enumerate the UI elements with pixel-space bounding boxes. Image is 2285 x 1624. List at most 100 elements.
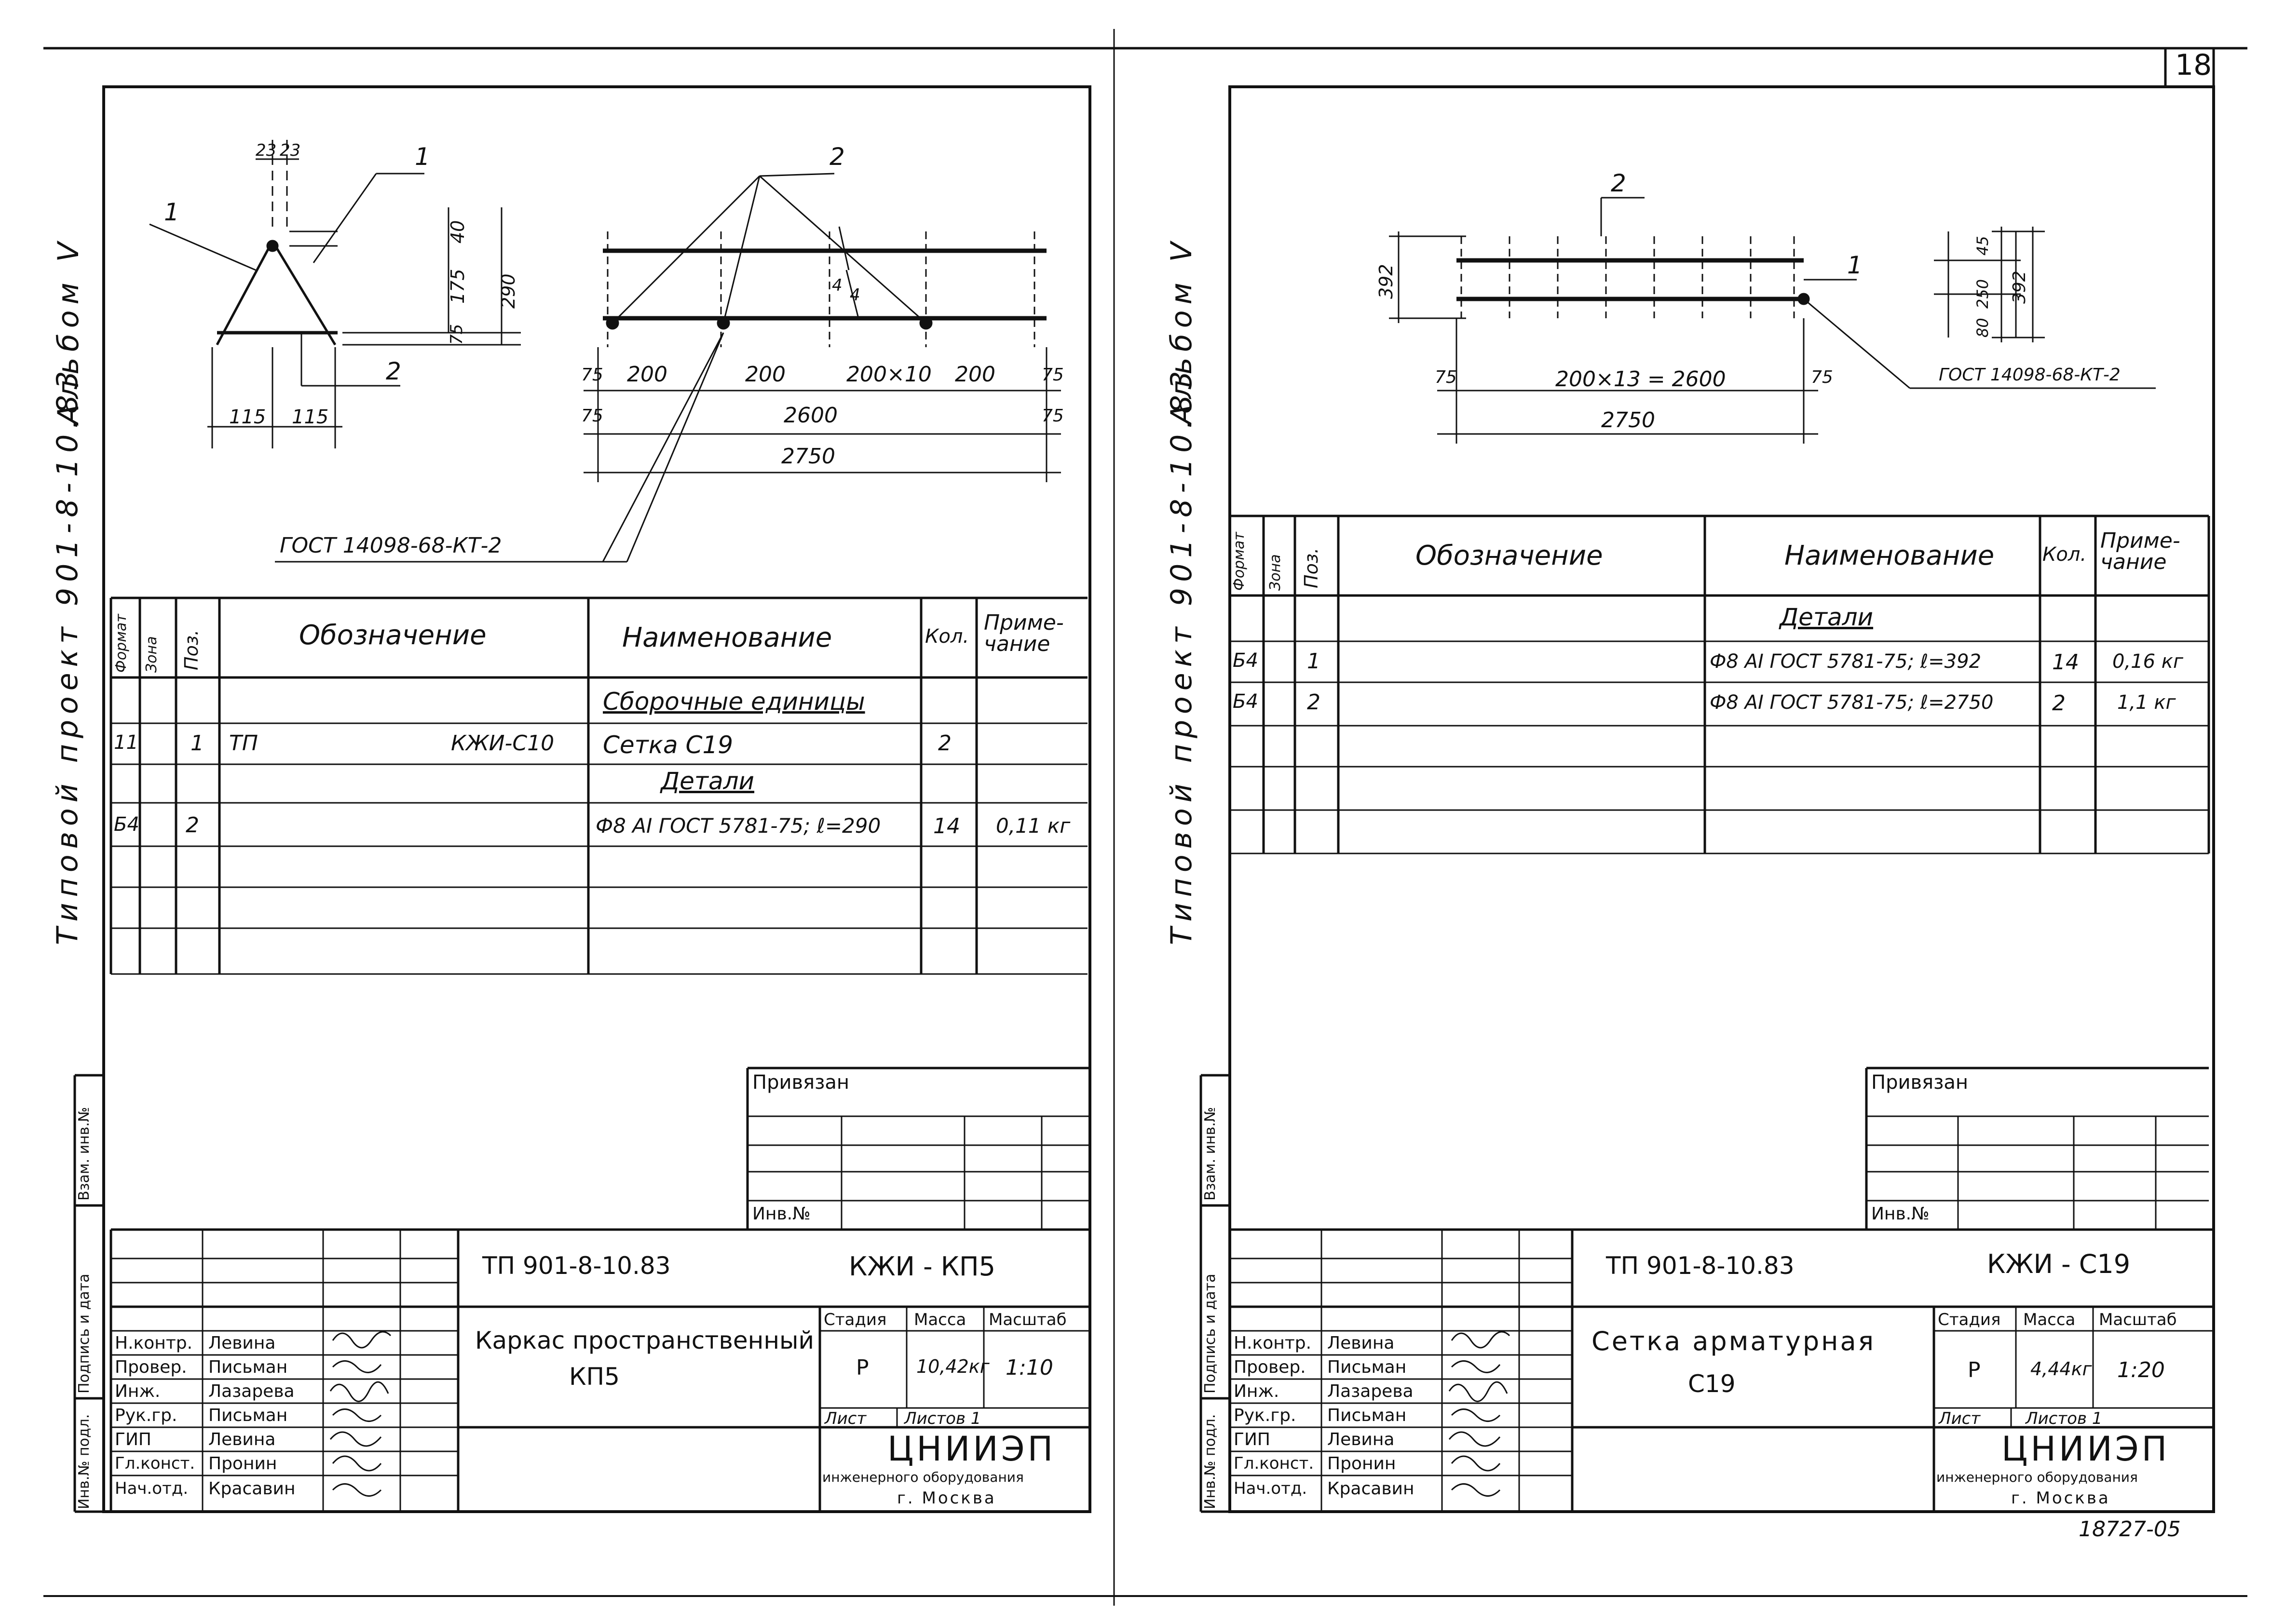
right-dim-392: 392 — [1375, 264, 1397, 299]
right-col-note: Приме-чание — [2100, 528, 2180, 574]
left-row2-note: 0,11 кг — [996, 814, 1071, 838]
right-doc-code: ТП 901-8-10.83 — [1606, 1252, 1795, 1280]
right-mass: 4,44кг — [2030, 1358, 2092, 1380]
left-sheets-h: Листов 1 — [904, 1409, 981, 1428]
left-span-200x10: 200×10 — [846, 362, 932, 387]
left-name-6: Красавин — [208, 1479, 296, 1499]
right-row2-pos: 2 — [1307, 690, 1320, 715]
right-row1-name: Ф8 АI ГОСТ 5781-75; ℓ=392 — [1710, 650, 1982, 673]
right-privyazan: Привязан — [1871, 1071, 1969, 1094]
left-sign-date-label: Подпись и дата — [76, 1273, 93, 1394]
left-pos1-b: 1 — [415, 143, 430, 171]
left-sheet-h: Лист — [825, 1409, 867, 1428]
right-org1: ЦНИИЭП — [2001, 1429, 2170, 1469]
left-name-2: Лазарева — [208, 1381, 295, 1401]
right-role-6: Нач.отд. — [1234, 1479, 1307, 1498]
left-role-6: Нач.отд. — [115, 1479, 189, 1498]
left-row2-name: Ф8 АI ГОСТ 5781-75; ℓ=290 — [596, 814, 881, 838]
left-break-4a: 4 — [832, 276, 843, 295]
right-dim-250: 250 — [1973, 279, 1992, 309]
left-row1-pos: 1 — [190, 731, 204, 756]
left-name-1: Письман — [208, 1357, 288, 1377]
left-inv-orig-label: Инв.№ подл. — [76, 1414, 93, 1509]
left-dim-290: 290 — [498, 273, 519, 309]
left-span-2750: 2750 — [781, 444, 835, 469]
left-col-designation: Обозначение — [299, 620, 487, 651]
right-role-5: Гл.конст. — [1234, 1454, 1314, 1473]
left-stage: Р — [856, 1355, 869, 1380]
left-dim-40: 40 — [447, 220, 468, 244]
right-dim-392b: 392 — [2010, 271, 2029, 304]
left-inv-replace-label: Взам. инв.№ — [76, 1107, 93, 1201]
left-role-2: Инж. — [115, 1381, 161, 1401]
right-row2-format: Б4 — [1233, 690, 1258, 713]
left-mass: 10,42кг — [916, 1356, 990, 1377]
left-dim-23a: 23 — [256, 141, 277, 160]
right-stage-h: Стадия — [1938, 1310, 2001, 1329]
right-name-2: Лазарева — [1327, 1381, 1414, 1401]
left-name-5: Пронин — [208, 1454, 277, 1474]
right-sign-date-label: Подпись и дата — [1202, 1273, 1219, 1394]
left-stage-h: Стадия — [824, 1310, 887, 1329]
right-role-3: Рук.гр. — [1234, 1406, 1296, 1425]
left-col-zone: Зона — [143, 636, 160, 673]
right-dim-80: 80 — [1973, 318, 1992, 338]
right-role-2: Инж. — [1234, 1381, 1279, 1401]
left-col-pos: Поз. — [181, 629, 202, 670]
left-row1-des1: ТП — [229, 731, 258, 756]
left-section-drawing — [149, 140, 521, 448]
bottom-number: 18727-05 — [2079, 1517, 2181, 1542]
right-stage: Р — [1968, 1358, 1981, 1382]
right-dim-45: 45 — [1973, 236, 1992, 256]
right-col-zone: Зона — [1267, 554, 1284, 591]
right-name-3: Письман — [1327, 1406, 1407, 1425]
left-row1-format: 11 — [114, 731, 138, 754]
left-dim-175: 175 — [447, 269, 468, 304]
left-section-details: Детали — [661, 767, 755, 795]
left-row1-qty: 2 — [938, 731, 952, 756]
left-org3: г. Москва — [897, 1489, 996, 1508]
left-col-format: Формат — [113, 614, 130, 673]
right-name-4: Левина — [1327, 1430, 1395, 1449]
left-project-label: Типовой проект 901-8-10.83 — [51, 365, 84, 945]
right-sheets-h: Листов 1 — [2026, 1409, 2103, 1428]
right-inv-orig-label: Инв.№ подл. — [1202, 1414, 1219, 1509]
right-col-qty: Кол. — [2042, 543, 2087, 566]
left-span-200b: 200 — [745, 362, 786, 387]
left-album-label: Альбом V — [52, 236, 85, 424]
left-role-4: ГИП — [115, 1430, 151, 1449]
right-name-6: Красавин — [1327, 1479, 1415, 1499]
left-col-name: Наименование — [622, 622, 832, 653]
left-col-note: Приме-чание — [984, 610, 1064, 656]
right-scale-h: Масштаб — [2099, 1310, 2177, 1329]
left-row1-name: Сетка С19 — [603, 731, 734, 759]
left-mass-h: Масса — [914, 1310, 966, 1329]
page-number: 18 — [2175, 48, 2212, 82]
left-row1-des2: КЖИ-С10 — [451, 731, 555, 756]
right-dim-2750: 2750 — [1601, 408, 1655, 433]
left-span-200c: 200 — [955, 362, 995, 387]
right-org3: г. Москва — [2011, 1489, 2110, 1508]
left-span-75d: 75 — [1042, 406, 1064, 426]
right-project-label: Типовой проект 901-8-10.83 — [1165, 365, 1198, 945]
right-title1: Сетка арматурная — [1591, 1326, 1876, 1356]
left-role-3: Рук.гр. — [115, 1406, 177, 1425]
left-org1: ЦНИИЭП — [887, 1429, 1056, 1469]
left-break-4b: 4 — [850, 285, 860, 305]
left-span-200a: 200 — [627, 362, 667, 387]
left-elevation-drawing — [275, 173, 1061, 563]
left-title2: КП5 — [569, 1363, 620, 1391]
left-span-75b: 75 — [1042, 365, 1064, 385]
right-doc-mark: КЖИ - С19 — [1987, 1249, 2131, 1279]
right-row1-note: 0,16 кг — [2112, 650, 2183, 673]
left-scale: 1:10 — [1006, 1355, 1053, 1380]
right-inv-replace-label: Взам. инв.№ — [1202, 1107, 1219, 1201]
left-role-0: Н.контр. — [115, 1333, 193, 1353]
right-mass-h: Масса — [2023, 1310, 2076, 1329]
right-row2-qty: 2 — [2052, 691, 2066, 716]
left-dim-115b: 115 — [292, 406, 329, 428]
left-role-5: Гл.конст. — [115, 1454, 195, 1473]
right-org2: инженерного оборудования — [1936, 1469, 2138, 1485]
right-mesh-drawing — [1389, 197, 2156, 444]
